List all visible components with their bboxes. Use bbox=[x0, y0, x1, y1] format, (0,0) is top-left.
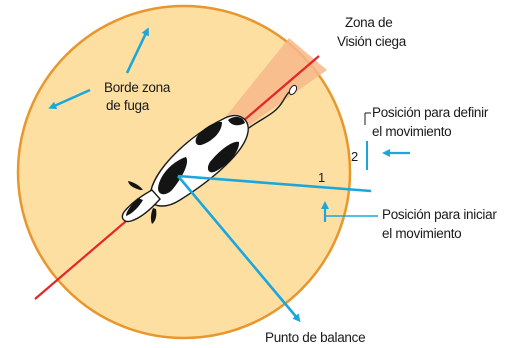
cow-top-view bbox=[121, 84, 298, 224]
define-position-label-2: el movimiento bbox=[372, 124, 451, 139]
position-1-number: 1 bbox=[318, 170, 325, 185]
balance-point-label: Punto de balance bbox=[265, 330, 365, 345]
balance-point-arrow bbox=[177, 175, 301, 323]
flight-edge-arrow-up bbox=[125, 27, 149, 74]
start-position-line bbox=[177, 174, 372, 193]
blind-zone-label: Zona de bbox=[345, 15, 392, 30]
start-label-connector bbox=[324, 215, 378, 222]
flight-edge-label: Borde zona bbox=[104, 80, 171, 95]
define-position-label: Posición para definir bbox=[372, 105, 489, 120]
flight-edge-arrow-left bbox=[48, 88, 91, 110]
start-position-label-2: el movimiento bbox=[382, 226, 461, 241]
start-position-label: Posición para iniciar bbox=[382, 207, 497, 222]
position-2-number: 2 bbox=[351, 149, 358, 164]
blind-zone-label-2: Visión ciega bbox=[337, 34, 407, 49]
flight-edge-label-2: de fuga bbox=[106, 98, 150, 113]
